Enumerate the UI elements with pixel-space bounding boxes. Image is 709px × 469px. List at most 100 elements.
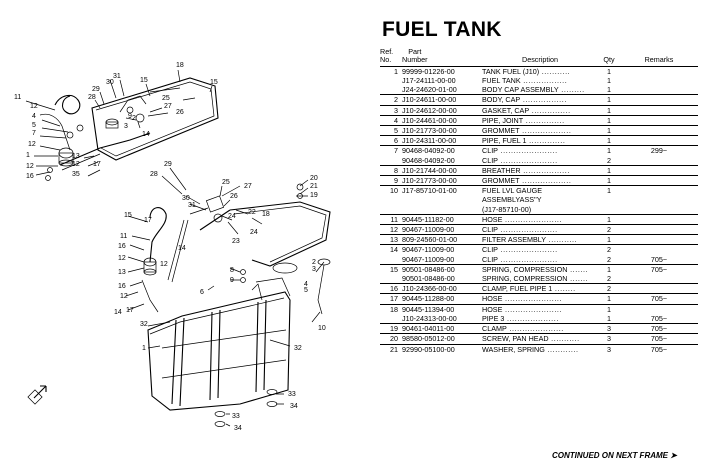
description-cell: GROMMET ................... bbox=[482, 125, 598, 136]
description-cell: CLAMP ..................... bbox=[482, 323, 598, 334]
description-text: GASKET, CAP bbox=[482, 105, 530, 115]
upper-callouts: 31 30 29 28 11 12 4 5 7 12 1 12 16 13 12… bbox=[14, 62, 218, 180]
description-text: TANK FUEL (J10) bbox=[482, 66, 540, 76]
remarks-cell bbox=[620, 274, 698, 284]
ref-cell: 6 bbox=[380, 135, 402, 146]
qty-cell: 1 bbox=[607, 66, 611, 76]
header-desc: Description bbox=[482, 48, 598, 67]
part-number-cell: 90501-08486-00 bbox=[402, 263, 482, 275]
ref-cell bbox=[380, 314, 402, 324]
svg-text:11: 11 bbox=[14, 94, 21, 101]
qty-cell: 1 bbox=[598, 303, 620, 314]
qty-cell: 1 bbox=[607, 85, 611, 95]
remarks-cell: 705~ bbox=[650, 254, 668, 264]
continued-text: CONTINUED ON NEXT FRAME bbox=[552, 451, 668, 460]
svg-text:12: 12 bbox=[120, 293, 128, 300]
dot-leader: ....... bbox=[567, 274, 589, 284]
part-number-cell: J10-24611-00-00 bbox=[402, 94, 482, 106]
svg-text:4: 4 bbox=[304, 281, 308, 288]
description-text: BREATHER bbox=[482, 165, 521, 175]
svg-text:31: 31 bbox=[113, 73, 121, 80]
part-number-cell: 90468-04092-00 bbox=[402, 145, 482, 156]
ref-cell: 3 bbox=[380, 104, 402, 116]
description-text: WASHER, SPRING bbox=[482, 344, 545, 354]
qty-cell: 1 bbox=[598, 94, 620, 106]
remarks-cell bbox=[620, 66, 698, 76]
remarks-cell: 299~ bbox=[620, 145, 698, 156]
part-number-cell: J10-21773-00-00 bbox=[402, 175, 482, 186]
svg-text:26: 26 bbox=[230, 193, 238, 200]
description-cell: CLIP ...................... bbox=[482, 255, 598, 265]
svg-text:19: 19 bbox=[310, 192, 318, 199]
parts-table-body: 1 99999-01226-00 TANK FUEL (J10) .........… bbox=[380, 66, 698, 354]
svg-text:22: 22 bbox=[248, 209, 256, 216]
part-number-cell: J10-21744-00-00 bbox=[402, 164, 482, 176]
svg-text:12: 12 bbox=[160, 261, 168, 268]
qty-cell: 1 bbox=[598, 114, 620, 126]
qty-cell: 1 bbox=[598, 185, 620, 215]
header-remarks: Remarks bbox=[620, 48, 698, 67]
dot-leader: ........... bbox=[539, 66, 571, 76]
dot-leader: ...................... bbox=[502, 304, 563, 314]
description-cell: HOSE ...................... bbox=[482, 213, 598, 225]
header-part: Part Number bbox=[402, 47, 482, 67]
description-cell: WASHER, SPRING ............ bbox=[482, 343, 598, 354]
part-number-cell: J24-24620-01-00 bbox=[402, 85, 457, 95]
part-number-cell: 99999-01226-00 bbox=[402, 66, 455, 76]
part-number-cell: J17-85710-01-00 bbox=[402, 185, 482, 215]
dot-leader: ................. bbox=[520, 76, 568, 86]
svg-text:35: 35 bbox=[72, 171, 80, 178]
qty-cell: 1 bbox=[598, 234, 620, 245]
ref-cell: 9 bbox=[380, 175, 402, 186]
remarks-cell bbox=[620, 104, 698, 116]
ref-cell: 16 bbox=[380, 283, 402, 294]
dot-leader: ................... bbox=[519, 126, 572, 136]
part-number-cell: J10-24461-00-00 bbox=[402, 114, 482, 126]
qty-cell: 1 bbox=[598, 164, 620, 176]
arrow-right-icon: ➤ bbox=[670, 451, 677, 460]
description-cell: SPRING, COMPRESSION ....... bbox=[482, 263, 598, 275]
remarks-cell: 705~ bbox=[620, 343, 698, 354]
ref-cell: 2 bbox=[380, 94, 402, 106]
ref-cell: 19 bbox=[380, 323, 402, 334]
ref-cell: 4 bbox=[380, 114, 402, 126]
dot-leader: ........... bbox=[546, 235, 578, 245]
ref-cell: 7 bbox=[380, 145, 402, 156]
description-text: GROMMET bbox=[482, 176, 520, 186]
remarks-cell bbox=[620, 175, 698, 186]
dot-leader: ...................... bbox=[497, 245, 558, 255]
remarks-cell bbox=[620, 164, 698, 176]
svg-text:23: 23 bbox=[232, 238, 240, 245]
svg-text:5: 5 bbox=[304, 287, 308, 294]
svg-text:28: 28 bbox=[88, 94, 96, 101]
part-number-cell: 92990-05100-00 bbox=[402, 343, 482, 354]
description-cell: SCREW, PAN HEAD ........... bbox=[482, 333, 598, 344]
svg-text:18: 18 bbox=[262, 211, 270, 218]
svg-text:7: 7 bbox=[32, 130, 36, 137]
svg-text:25: 25 bbox=[162, 95, 170, 102]
description-text: CLAMP, FUEL PIPE 1 bbox=[482, 284, 553, 294]
svg-text:2: 2 bbox=[312, 259, 316, 266]
part-number-cell: J10-21773-00-00 bbox=[402, 125, 482, 136]
page-title: FUEL TANK bbox=[382, 18, 502, 41]
description-text: PIPE, FUEL 1 bbox=[482, 136, 527, 146]
svg-text:1: 1 bbox=[142, 345, 146, 352]
svg-text:4: 4 bbox=[32, 113, 36, 120]
part-number-cell: 98580-05012-00 bbox=[402, 333, 482, 344]
remarks-cell bbox=[620, 224, 698, 235]
svg-text:5: 5 bbox=[32, 122, 36, 129]
description-text: SPRING, COMPRESSION bbox=[482, 264, 568, 274]
part-number-cell: J10-24366-00-00 bbox=[402, 283, 482, 294]
remarks-cell bbox=[620, 135, 698, 146]
ref-cell: 8 bbox=[380, 164, 402, 176]
svg-text:18: 18 bbox=[176, 62, 184, 69]
